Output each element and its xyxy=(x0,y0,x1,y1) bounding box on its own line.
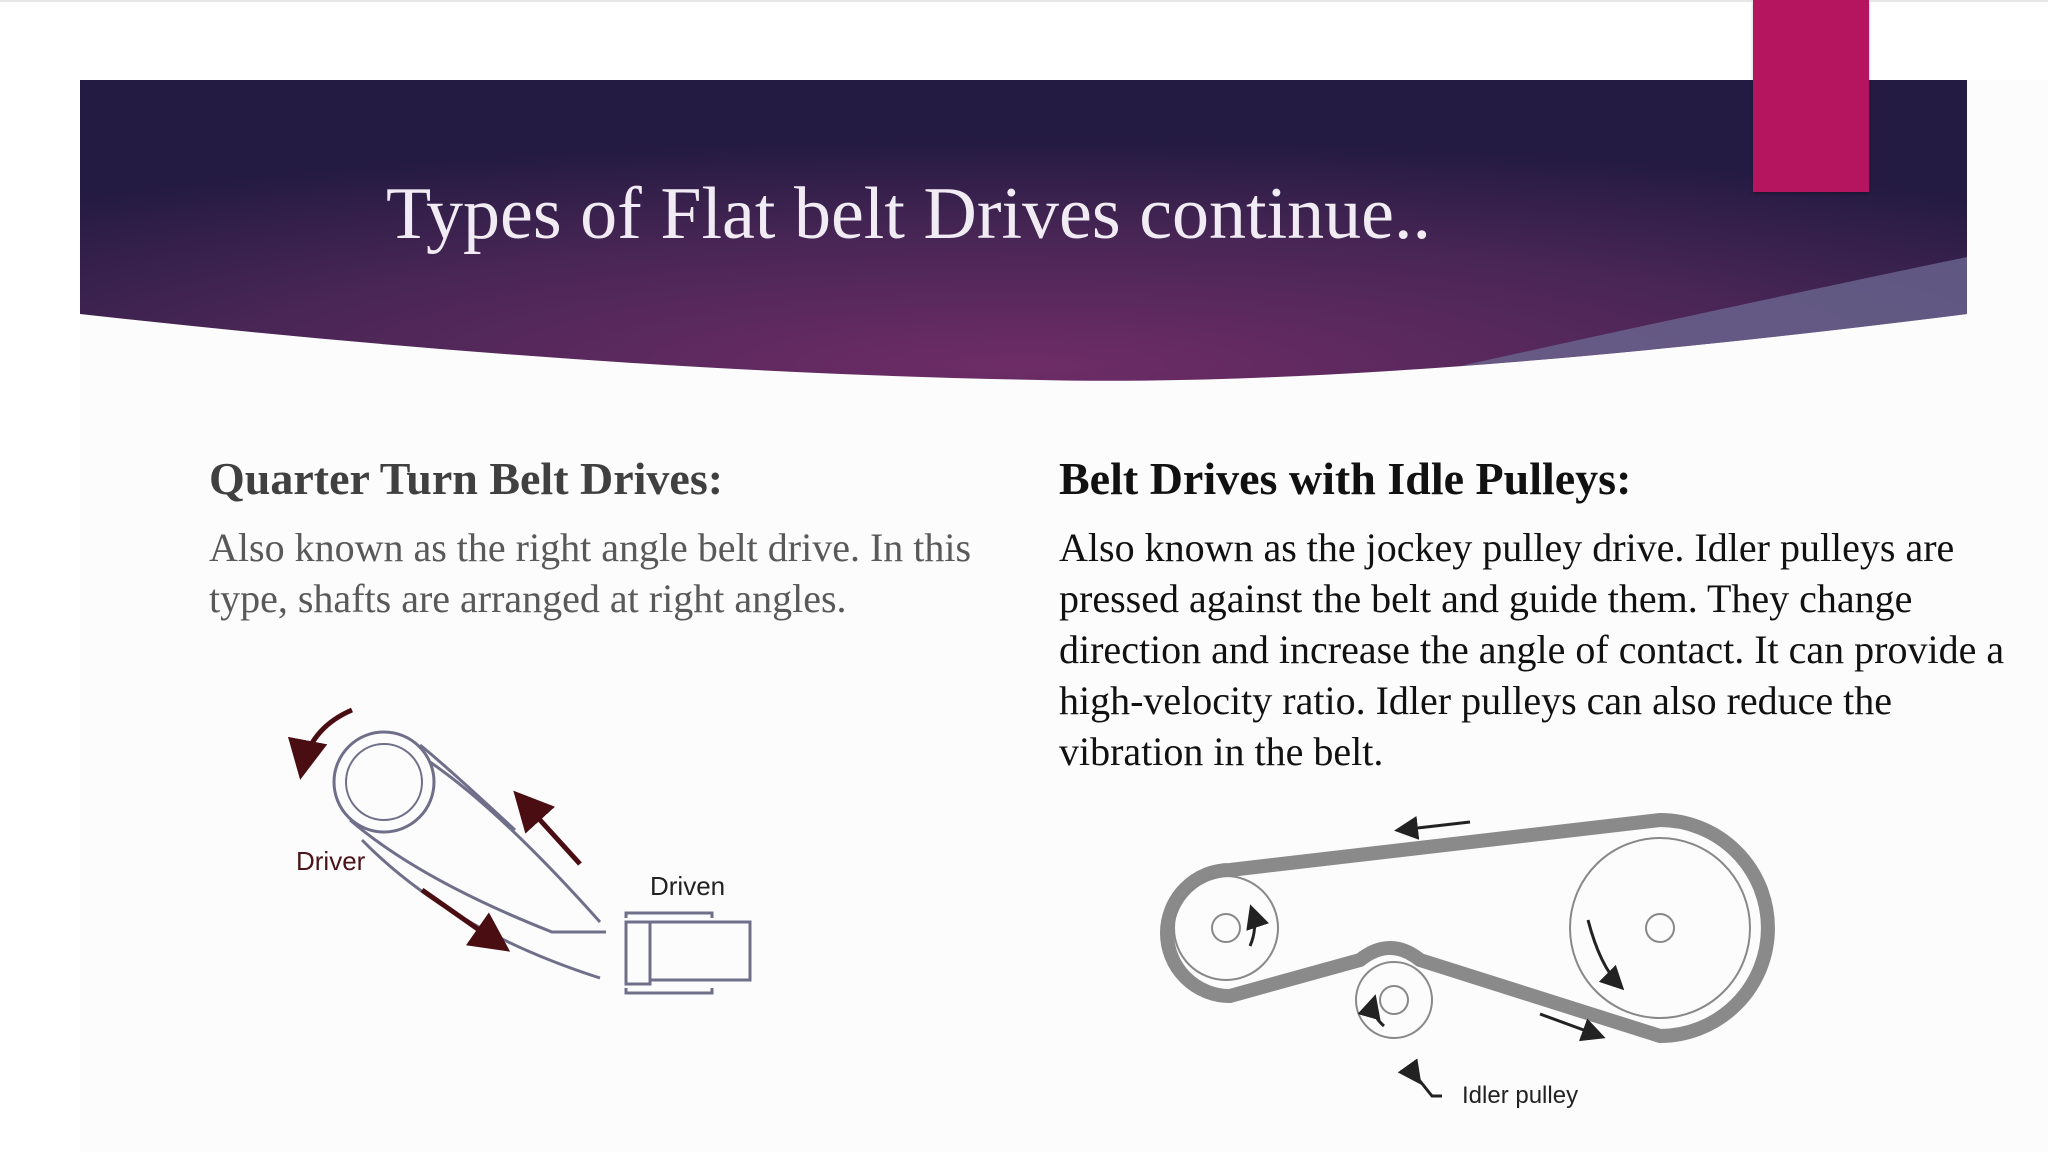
left-paragraph: Also known as the right angle belt drive… xyxy=(209,525,972,621)
right-heading: Belt Drives with Idle Pulleys: xyxy=(1059,453,1632,504)
left-section: Quarter Turn Belt Drives: Also known as … xyxy=(209,444,1009,624)
accent-tab xyxy=(1753,0,1869,192)
right-section: Belt Drives with Idle Pulleys: Also know… xyxy=(1059,444,2019,777)
driver-label: Driver xyxy=(296,846,366,876)
idler-pulley-label-text: Idler pulley xyxy=(1462,1082,1578,1109)
left-heading: Quarter Turn Belt Drives: xyxy=(209,453,724,504)
title-banner xyxy=(80,80,1967,381)
driver-label-text: Driver xyxy=(296,846,366,876)
driven-label: Driven xyxy=(650,871,725,901)
quarter-turn-belt-drive-diagram: Driver Driven xyxy=(287,707,752,995)
slide-title: Types of Flat belt Drives continue.. xyxy=(386,173,1431,255)
driven-label-text: Driven xyxy=(650,871,725,901)
idler-pulley-label: Idler pulley xyxy=(1462,1082,1578,1109)
banner-swoosh xyxy=(1460,257,1967,366)
right-paragraph: Also known as the jockey pulley drive. I… xyxy=(1059,525,2005,774)
idler-pulley-belt-drive-diagram: Idler pulley xyxy=(1160,812,1775,1109)
top-rule xyxy=(0,0,2048,2)
